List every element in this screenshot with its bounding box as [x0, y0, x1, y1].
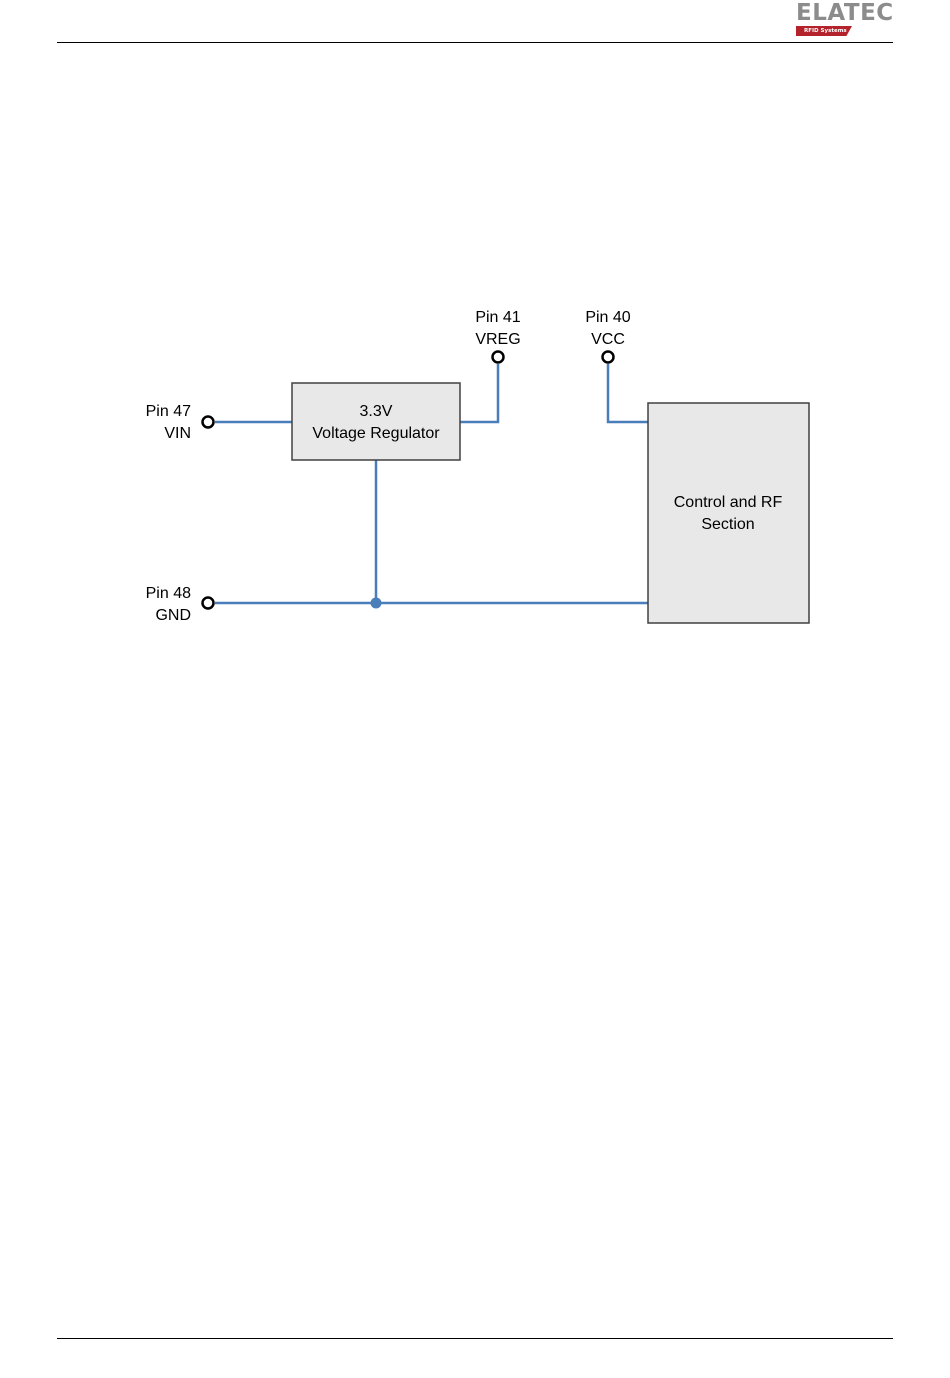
vin-pin-number: Pin 47: [146, 403, 191, 420]
vreg-pin-name: VREG: [475, 331, 520, 348]
regulator-label-voltage: 3.3V: [360, 403, 393, 420]
pin-40-terminal-icon: [603, 352, 614, 363]
ground-junction-dot: [371, 598, 382, 609]
voltage-regulator-block: [292, 383, 460, 460]
pin-41-terminal-icon: [493, 352, 504, 363]
vreg-pin-number: Pin 41: [475, 309, 520, 326]
wire-vcc-to-control: [608, 364, 648, 422]
vcc-pin-number: Pin 40: [585, 309, 630, 326]
control-rf-section-block: [648, 403, 809, 623]
footer-rule: [57, 1338, 893, 1339]
regulator-label-name: Voltage Regulator: [312, 425, 440, 442]
pin-47-terminal-icon: [203, 417, 214, 428]
gnd-pin-number: Pin 48: [146, 585, 191, 602]
pin-48-terminal-icon: [203, 598, 214, 609]
vin-pin-name: VIN: [164, 425, 191, 442]
control-label-line2: Section: [701, 516, 754, 533]
gnd-pin-name: GND: [155, 607, 191, 624]
wire-regulator-to-vreg: [460, 364, 498, 422]
control-label-line1: Control and RF: [674, 494, 783, 511]
vcc-pin-name: VCC: [591, 331, 625, 348]
